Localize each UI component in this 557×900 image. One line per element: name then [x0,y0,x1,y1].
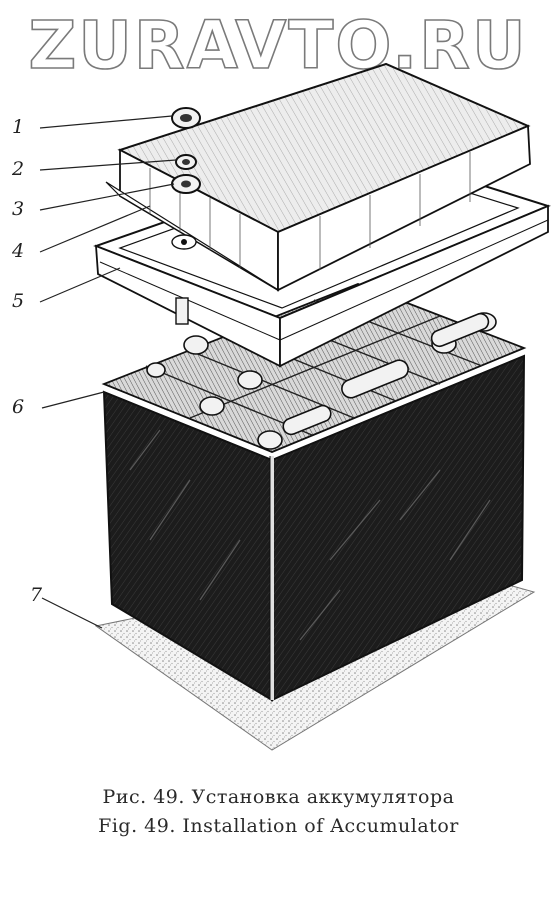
callout-6: 6 [12,396,25,418]
leader-lines [39,115,177,629]
fasteners [171,107,201,194]
callout-4: 4 [12,240,25,262]
callout-5: 5 [12,290,25,312]
watermark: ZURAVTO.RU [28,6,527,82]
callout-2: 2 [12,158,25,180]
callout-1: 1 [12,116,25,138]
callout-7: 7 [30,584,43,606]
cover [105,62,531,292]
callout-3: 3 [12,198,25,220]
caption-english: Fig. 49. Installation of Accumulator [98,815,459,837]
caption-russian: Рис. 49. Установка аккумулятора [102,786,455,808]
watermark-text: ZURAVTO.RU [28,7,527,82]
battery-body [101,283,527,702]
